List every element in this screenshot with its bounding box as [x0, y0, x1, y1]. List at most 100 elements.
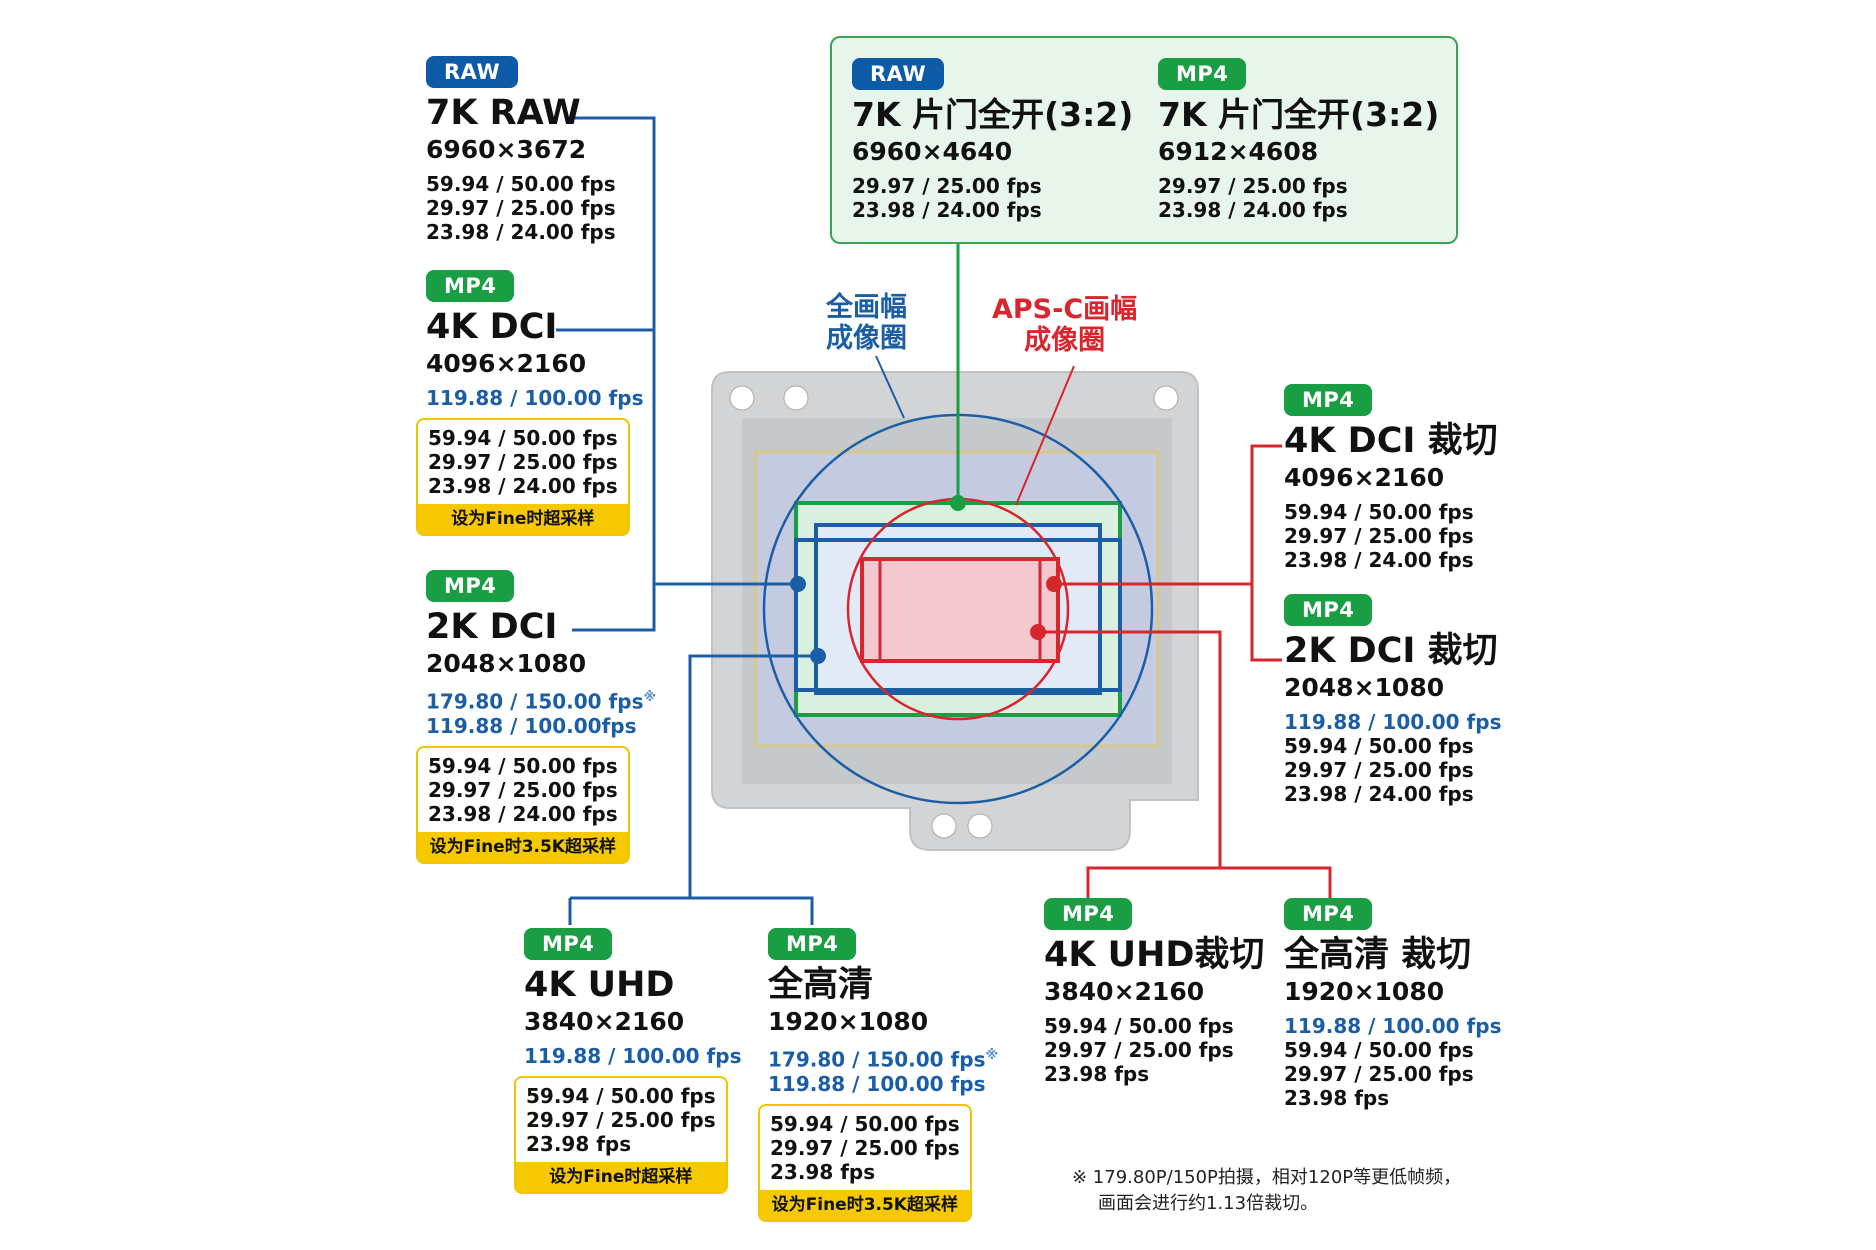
fps-line: 23.98 / 24.00 fps: [428, 474, 618, 498]
format-4k-uhd-crop: MP4 4K UHD裁切 3840×2160 59.94 / 50.00 fps…: [1044, 898, 1264, 1086]
mp4-badge: MP4: [524, 928, 613, 960]
crop-16-9-dot-icon: [1030, 624, 1046, 640]
mount-hole-icon: [1153, 385, 1179, 411]
fps-line: 29.97 / 25.00 fps: [1284, 758, 1474, 782]
footnote-mark: ※: [985, 1048, 999, 1063]
fps-high-line: 179.80 / 150.00 fps※: [426, 686, 656, 714]
fine-note: 设为Fine时超采样: [516, 1162, 726, 1192]
fps-line: 29.97 / 25.00 fps: [852, 174, 1042, 198]
format-title: 4K UHD裁切: [1044, 935, 1265, 975]
fps-line: 23.98 fps: [1044, 1062, 1150, 1086]
fps-high-line: 119.88 / 100.00 fps: [426, 386, 644, 410]
fps-line: 29.97 / 25.00 fps: [1158, 174, 1348, 198]
fps-line: 23.98 / 24.00 fps: [1158, 198, 1348, 222]
format-fhd: MP4 全高清 1920×1080 179.80 / 150.00 fps※ 1…: [758, 928, 998, 1222]
fine-note: 设为Fine时超采样: [418, 504, 628, 534]
format-mp4-open-gate: MP4 7K 片门全开(3:2) 6912×4608 29.97 / 25.00…: [1158, 58, 1439, 222]
format-title: 全高清: [768, 965, 874, 1005]
mp4-badge: MP4: [426, 570, 515, 602]
format-resolution: 2048×1080: [1284, 673, 1445, 702]
open-gate-dot-icon: [950, 495, 966, 511]
mp4-badge: MP4: [1284, 594, 1373, 626]
mount-hole-icon: [931, 813, 957, 839]
mp4-badge: MP4: [1284, 898, 1373, 930]
apsc-crop-area: [860, 557, 1060, 663]
fps-line: 23.98 fps: [770, 1159, 876, 1184]
format-raw-open-gate: RAW 7K 片门全开(3:2) 6960×4640 29.97 / 25.00…: [852, 58, 1133, 222]
full-frame-pointer: [875, 355, 905, 419]
mount-hole-icon: [967, 813, 993, 839]
fps-high-line: 119.88 / 100.00fps: [426, 713, 637, 738]
fps-line: 23.98 / 24.00 fps: [426, 220, 616, 244]
fps-high-text: 179.80 / 150.00 fps: [426, 689, 644, 714]
format-title: 4K UHD: [524, 965, 675, 1005]
fps-high-line: 119.88 / 100.00 fps: [1284, 710, 1502, 734]
format-resolution: 3840×2160: [1044, 977, 1205, 1006]
format-title: 2K DCI: [426, 607, 558, 647]
fps-line: 59.94 / 50.00 fps: [428, 753, 618, 778]
fps-line: 23.98 / 24.00 fps: [428, 801, 618, 826]
fps-line: 59.94 / 50.00 fps: [1284, 1038, 1474, 1062]
mp4-badge: MP4: [1158, 58, 1247, 90]
format-title: 7K 片门全开(3:2): [852, 95, 1134, 134]
format-resolution: 6960×3672: [426, 135, 587, 164]
format-4k-dci: MP4 4K DCI 4096×2160 119.88 / 100.00 fps…: [416, 270, 644, 536]
full-frame-circle-label: 全画幅 成像圈: [826, 292, 907, 354]
raw-badge: RAW: [852, 58, 945, 90]
apsc-label-line1: APS-C画幅: [992, 294, 1138, 325]
fps-line: 29.97 / 25.00 fps: [770, 1135, 960, 1160]
fps-line: 59.94 / 50.00 fps: [428, 426, 618, 450]
fine-box: 59.94 / 50.00 fps 29.97 / 25.00 fps 23.9…: [416, 745, 630, 864]
format-resolution: 1920×1080: [1284, 977, 1445, 1006]
mount-hole-icon: [729, 385, 755, 411]
fps-line: 59.94 / 50.00 fps: [1284, 500, 1474, 524]
fps-line: 59.94 / 50.00 fps: [526, 1084, 716, 1108]
fps-high-text: 179.80 / 150.00 fps: [768, 1047, 986, 1072]
fps-line: 29.97 / 25.00 fps: [426, 196, 616, 220]
crop-dot-icon: [1046, 576, 1062, 592]
fine-box: 59.94 / 50.00 fps 29.97 / 25.00 fps 23.9…: [514, 1076, 728, 1194]
apsc-label-line2: 成像圈: [1024, 325, 1106, 356]
format-fhd-crop: MP4 全高清 裁切 1920×1080 119.88 / 100.00 fps…: [1284, 898, 1501, 1110]
fps-line: 29.97 / 25.00 fps: [1044, 1038, 1234, 1062]
fps-line: 29.97 / 25.00 fps: [1284, 1062, 1474, 1086]
format-resolution: 2048×1080: [426, 649, 587, 678]
format-resolution: 1920×1080: [768, 1007, 929, 1036]
footnote: ※ 179.80P/150P拍摄，相对120P等更低帧频， 画面会进行约1.13…: [1072, 1165, 1461, 1217]
apsc-crop-inner-area: [878, 557, 1042, 663]
fps-high-line: 179.80 / 150.00 fps※: [768, 1044, 998, 1072]
fps-line: 29.97 / 25.00 fps: [1284, 524, 1474, 548]
format-4k-uhd: MP4 4K UHD 3840×2160 119.88 / 100.00 fps…: [514, 928, 742, 1194]
blue-connectors: [556, 116, 818, 925]
format-2k-dci: MP4 2K DCI 2048×1080 179.80 / 150.00 fps…: [416, 570, 656, 864]
apsc-pointer: [1015, 365, 1075, 506]
fps-line: 59.94 / 50.00 fps: [1284, 734, 1474, 758]
fps-line: 23.98 / 24.00 fps: [1284, 548, 1474, 572]
fps-line: 23.98 fps: [526, 1132, 632, 1156]
fps-line: 29.97 / 25.00 fps: [428, 450, 618, 474]
mp4-badge: MP4: [426, 270, 515, 302]
fine-box: 59.94 / 50.00 fps 29.97 / 25.00 fps 23.9…: [416, 418, 630, 536]
fine-note: 设为Fine时3.5K超采样: [418, 831, 628, 862]
fps-line: 59.94 / 50.00 fps: [426, 172, 616, 196]
format-title: 7K RAW: [426, 93, 581, 133]
mp4-badge: MP4: [768, 928, 857, 960]
format-resolution: 4096×2160: [426, 349, 587, 378]
fps-line: 59.94 / 50.00 fps: [770, 1111, 960, 1136]
fps-high-line: 119.88 / 100.00 fps: [524, 1044, 742, 1068]
mp4-badge: MP4: [1284, 384, 1373, 416]
full-frame-dot-icon: [790, 576, 806, 592]
apsc-circle-label: APS-C画幅 成像圈: [992, 294, 1137, 356]
format-title: 7K 片门全开(3:2): [1158, 95, 1440, 134]
open-gate-box: RAW 7K 片门全开(3:2) 6960×4640 29.97 / 25.00…: [830, 36, 1458, 244]
mount-hole-icon: [783, 385, 809, 411]
format-2k-dci-crop: MP4 2K DCI 裁切 2048×1080 119.88 / 100.00 …: [1284, 594, 1501, 806]
fine-box: 59.94 / 50.00 fps 29.97 / 25.00 fps 23.9…: [758, 1103, 972, 1222]
fps-line: 23.98 / 24.00 fps: [852, 198, 1042, 222]
format-resolution: 6960×4640: [852, 137, 1013, 166]
fps-high-line: 119.88 / 100.00 fps: [768, 1071, 986, 1096]
footnote-line2: 画面会进行约1.13倍裁切。: [1098, 1193, 1319, 1214]
fps-line: 29.97 / 25.00 fps: [526, 1108, 716, 1132]
